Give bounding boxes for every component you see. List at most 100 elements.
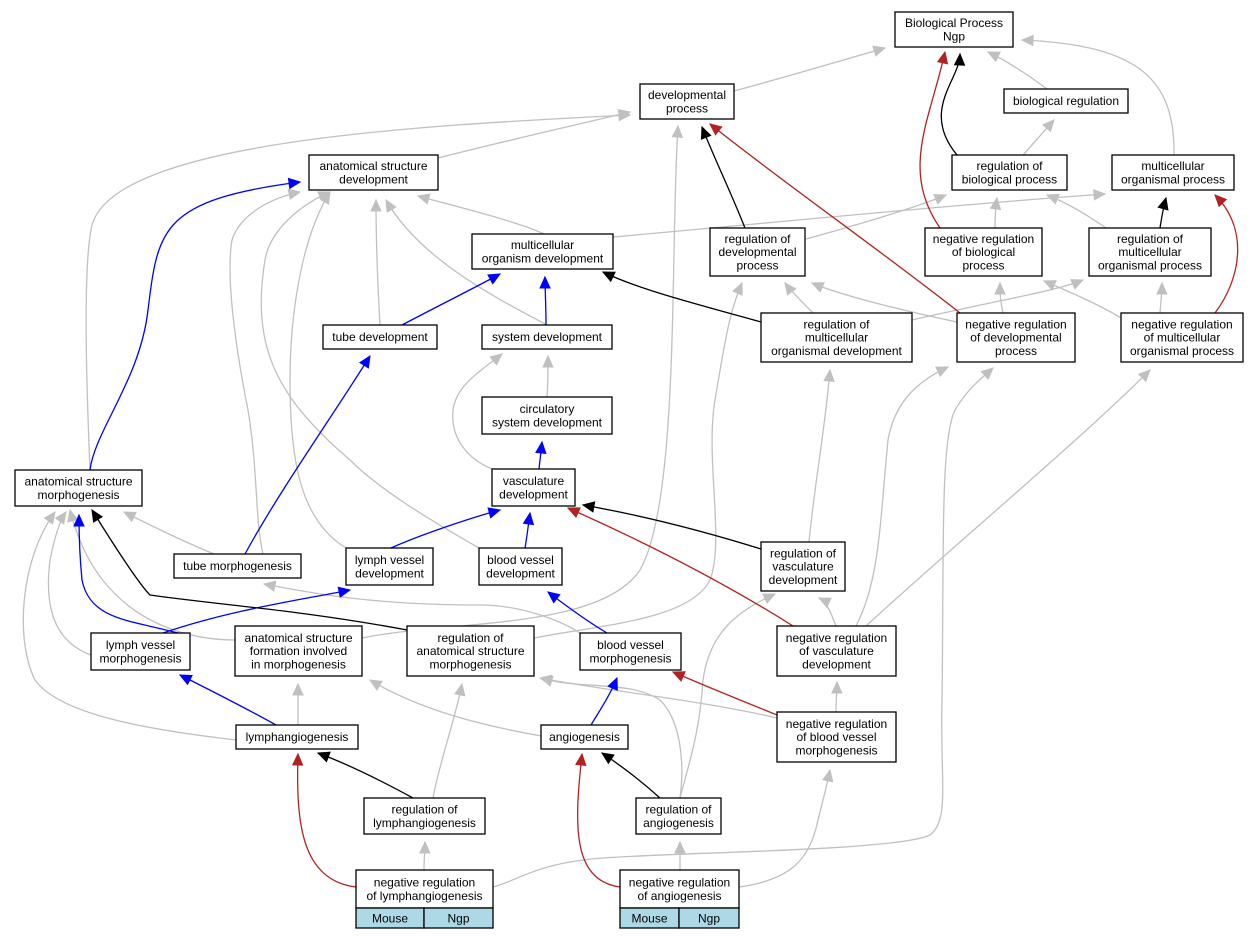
arrowhead-is-a [542, 354, 554, 368]
node-box [1003, 88, 1129, 114]
arrowhead-part-of [487, 273, 502, 285]
arrowhead-regulates [601, 271, 616, 283]
arrowhead-is-a [262, 580, 277, 592]
edge-negatively-regulates [577, 753, 621, 888]
edge-part-of [78, 514, 179, 634]
edge-part-of [179, 674, 277, 726]
edge-is-a [22, 511, 237, 741]
arrowhead-negatively-regulates [291, 752, 304, 766]
arrowhead-part-of [178, 674, 193, 686]
node-label-line: negative regulation [1131, 318, 1232, 332]
edge-negatively-regulates [672, 671, 778, 716]
arrowhead-regulates [953, 52, 966, 66]
node-label-line: regulation of [391, 803, 458, 817]
arrowhead-is-a [823, 368, 835, 382]
node-box [1111, 154, 1235, 191]
node-label-line: regulation of [1117, 232, 1184, 246]
node-label-line: lymph vessel [355, 553, 424, 567]
species-label-ngp: Ngp [447, 912, 469, 926]
edge-part-of [162, 589, 351, 634]
arrowhead-is-a [933, 194, 948, 205]
arrowhead-is-a [1020, 34, 1034, 47]
node-box [579, 632, 682, 671]
arrowhead-negatively-regulates [936, 50, 949, 65]
go-term-node-sysd[interactable]: system development [481, 324, 613, 350]
arrowhead-is-a [831, 680, 843, 694]
node-label-line: anatomical structure [24, 475, 132, 489]
node-label-line: development [486, 566, 555, 580]
node-box [639, 83, 735, 120]
species-label-ngp: Ngp [698, 912, 720, 926]
arrowhead-is-a [810, 282, 825, 293]
arrowhead-part-of [73, 513, 85, 527]
node-label-line: development [769, 573, 838, 587]
node-label-line: blood vessel [487, 553, 554, 567]
go-term-node-tubm[interactable]: tube morphogenesis [173, 553, 302, 579]
node-box [924, 227, 1043, 277]
node-label-line: Biological Process [905, 16, 1003, 30]
node-label-line: of angiogenesis [637, 889, 721, 903]
node-label-line: developmental [718, 245, 796, 259]
node-label-line: anatomical structure [319, 159, 427, 173]
arrowhead-is-a [1156, 281, 1168, 295]
node-box [481, 396, 613, 435]
node-box [471, 233, 614, 270]
graph-edges [22, 34, 1239, 888]
arrowhead-negatively-regulates [1214, 194, 1228, 208]
arrowhead-regulates [700, 125, 712, 140]
node-label-line: development [339, 172, 408, 186]
node-label-line: morphogenesis [99, 651, 181, 665]
node-label-line: process [666, 101, 708, 115]
node-label-line: organismal process [1130, 344, 1234, 358]
node-box [760, 312, 913, 363]
node-label-line: regulation of [645, 803, 712, 817]
edge-is-a [855, 366, 949, 627]
edge-is-a [69, 509, 236, 641]
node-box [540, 724, 629, 750]
node-label-line: negative regulation [933, 232, 1034, 246]
go-term-node-angio[interactable]: angiogenesis [540, 724, 629, 750]
edge-is-a [123, 511, 215, 555]
go-term-node-breg[interactable]: biological regulation [1003, 88, 1129, 114]
node-box [14, 469, 143, 507]
edge-is-a [679, 593, 776, 799]
edge-is-a [733, 47, 886, 92]
node-label-line: biological regulation [1013, 94, 1119, 108]
node-box [322, 324, 438, 350]
go-term-node-lymph[interactable]: lymphangiogenesis [235, 724, 359, 750]
edge-is-a [533, 282, 743, 639]
arrowhead-part-of [337, 586, 352, 598]
arrowhead-is-a [292, 682, 304, 696]
node-box [235, 724, 359, 750]
go-term-node-tube[interactable]: tube development [322, 324, 438, 350]
arrowhead-part-of [487, 507, 502, 519]
